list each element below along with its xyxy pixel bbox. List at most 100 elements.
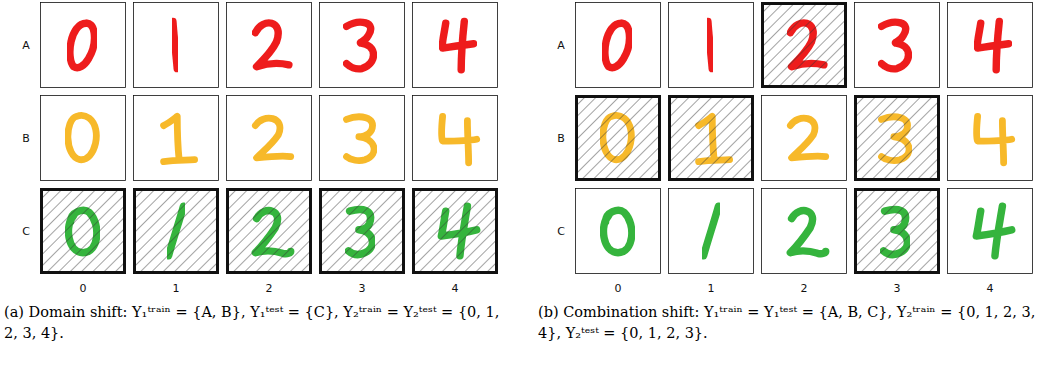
hatching — [412, 188, 498, 274]
cell-ground — [761, 95, 847, 181]
cell-border — [321, 190, 404, 273]
hatching — [226, 188, 312, 274]
cell-ground — [133, 2, 219, 88]
cell-ground — [575, 188, 661, 274]
digit-cell — [40, 95, 126, 181]
hatching — [854, 95, 940, 181]
cell-border — [576, 3, 661, 88]
handwritten-digit — [347, 22, 374, 69]
cell-ground — [761, 188, 847, 274]
digit-cell — [854, 2, 940, 88]
hatching — [133, 188, 219, 274]
digit-cell — [575, 188, 661, 274]
row-label: B — [22, 132, 30, 145]
cell-ground — [947, 2, 1033, 88]
column-label: 0 — [615, 282, 622, 295]
cell-ground — [854, 95, 940, 181]
subcaption: (a) Domain shift: Y₁ᵗʳᵃⁱⁿ = {A, B}, Y₁ᵗᵉ… — [4, 302, 509, 344]
handwritten-digit — [255, 23, 288, 67]
cell-border — [855, 3, 940, 88]
column-label: 2 — [266, 282, 273, 295]
cell-border — [856, 97, 939, 180]
cell-ground — [575, 95, 661, 181]
digit-cell — [947, 2, 1033, 88]
digit-cell — [319, 2, 405, 88]
digit-cell — [133, 95, 219, 181]
cell-border — [577, 97, 660, 180]
handwritten-digit — [255, 118, 290, 158]
handwritten-digit — [708, 21, 712, 68]
digit-cell — [761, 188, 847, 274]
cell-border — [576, 189, 661, 274]
column-label: 3 — [359, 282, 366, 295]
digit-cell — [319, 95, 405, 181]
hatching — [668, 95, 754, 181]
handwritten-digit — [442, 116, 477, 163]
cell-border — [670, 97, 753, 180]
hatching — [575, 95, 661, 181]
digit-cell — [761, 95, 847, 181]
column-label: 4 — [452, 282, 459, 295]
handwritten-digit — [976, 206, 1011, 256]
cell-ground — [412, 188, 498, 274]
cell-border — [135, 190, 218, 273]
cell-ground — [761, 2, 847, 88]
cell-border — [134, 3, 219, 88]
digit-cell — [226, 2, 312, 88]
handwritten-digit — [605, 23, 630, 68]
column-label: 1 — [173, 282, 180, 295]
cell-border — [41, 3, 126, 88]
digit-cell — [575, 2, 661, 88]
handwritten-digit — [977, 21, 1008, 69]
hatching — [761, 2, 847, 88]
digit-cell — [412, 95, 498, 181]
cell-border — [134, 96, 219, 181]
cell-ground — [40, 95, 126, 181]
cell-border — [669, 189, 754, 274]
cell-ground — [40, 2, 126, 88]
cell-ground — [319, 2, 405, 88]
digit-cell — [668, 2, 754, 88]
cell-border — [413, 3, 498, 88]
cell-ground — [226, 188, 312, 274]
digit-cell — [40, 2, 126, 88]
row-label: C — [22, 225, 30, 238]
digit-cell — [854, 188, 940, 274]
cell-ground — [226, 95, 312, 181]
digit-cell — [319, 188, 405, 274]
cell-ground — [854, 188, 940, 274]
cell-border — [948, 189, 1033, 274]
digit-cell — [133, 188, 219, 274]
digit-cell — [947, 188, 1033, 274]
cell-ground — [319, 95, 405, 181]
column-label: 0 — [80, 282, 87, 295]
handwritten-digit — [164, 116, 195, 161]
row-label: A — [557, 39, 565, 52]
cell-border — [669, 3, 754, 88]
digit-cell — [575, 95, 661, 181]
cell-border — [948, 96, 1033, 181]
cell-border — [856, 190, 939, 273]
cell-border — [948, 3, 1033, 88]
cell-border — [762, 96, 847, 181]
cell-ground — [412, 2, 498, 88]
digit-cell — [412, 188, 498, 274]
digit-cell — [761, 2, 847, 88]
cell-ground — [133, 95, 219, 181]
row-label: B — [557, 132, 565, 145]
cell-ground — [412, 95, 498, 181]
digit-cell — [668, 188, 754, 274]
handwritten-digit — [790, 211, 825, 254]
cell-border — [42, 190, 125, 273]
column-label: 4 — [987, 282, 994, 295]
cell-ground — [668, 188, 754, 274]
column-label: 2 — [801, 282, 808, 295]
cell-ground — [575, 2, 661, 88]
handwritten-digit — [70, 23, 95, 68]
cell-ground — [947, 95, 1033, 181]
subcaption: (b) Combination shift: Y₁ᵗʳᵃⁱⁿ = Y₁ᵗᵉˢᵗ … — [538, 302, 1056, 344]
cell-border — [320, 96, 405, 181]
digit-cell — [133, 2, 219, 88]
